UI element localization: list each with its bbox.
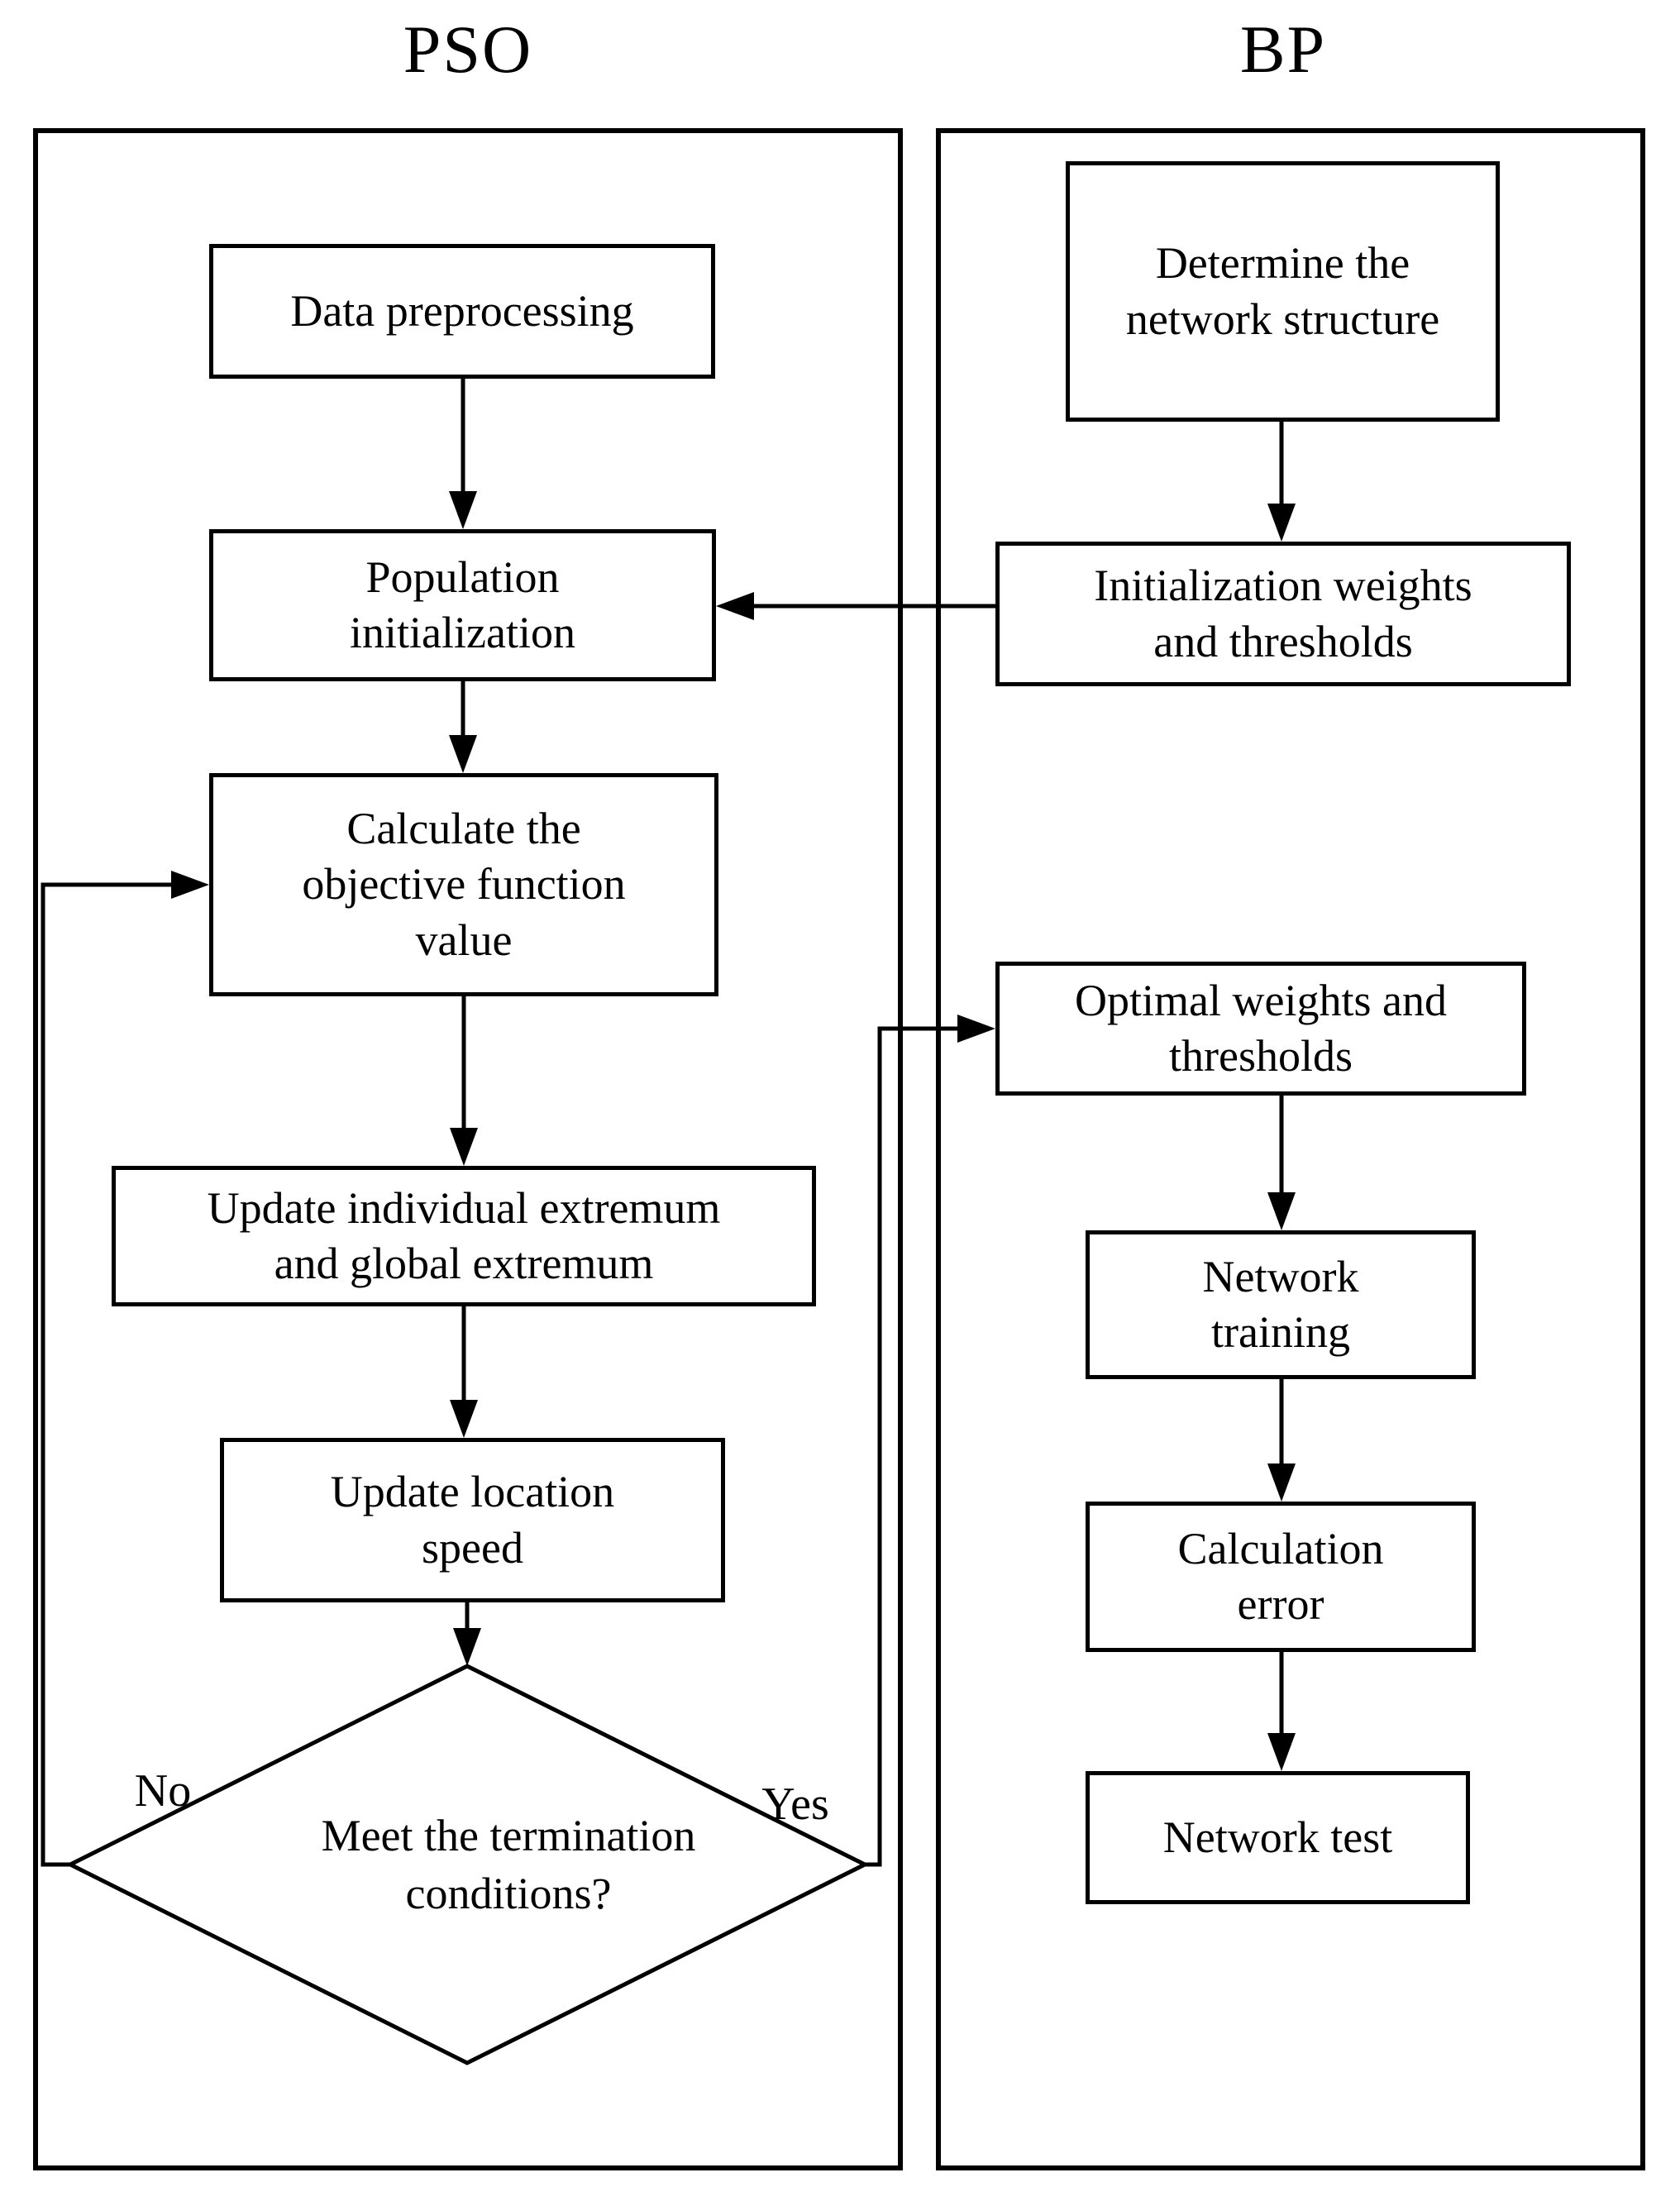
decision-diamond [65, 1664, 870, 2065]
node-network-training: Network training [1086, 1230, 1476, 1379]
node-population-initialization: Population initialization [209, 529, 716, 681]
arrow-data-preprocessing-to-population [449, 379, 477, 529]
arrow-location-speed-to-decision [453, 1602, 481, 1666]
node-update-location-speed: Update location speed [220, 1438, 725, 1602]
no-branch-label: No [134, 1765, 192, 1817]
node-initialization-weights: Initialization weights and thresholds [995, 542, 1571, 686]
arrowhead [171, 871, 209, 899]
arrowhead [449, 735, 477, 773]
arrowhead [716, 592, 754, 620]
arrow-determine-to-initialization [1267, 422, 1296, 542]
arrowhead [450, 1400, 478, 1438]
pso-column-title: PSO [403, 12, 533, 87]
node-calculate-objective: Calculate the objective function value [209, 773, 718, 996]
node-termination-decision-label: Meet the termination conditions? [321, 1810, 696, 1918]
arrow-error-to-network-test [1267, 1652, 1296, 1771]
arrowhead [453, 1628, 481, 1666]
arrow-calculate-to-update-extremum [450, 996, 478, 1166]
arrow-initialization-to-population [716, 592, 995, 620]
node-optimal-weights: Optimal weights and thresholds [995, 962, 1526, 1096]
arrowhead [1267, 1733, 1296, 1771]
arrow-no-loop-to-calculate [41, 871, 209, 1867]
node-update-extremum: Update individual extremum and global ex… [112, 1166, 816, 1306]
arrow-training-to-calculation-error [1267, 1379, 1296, 1502]
arrow-optimal-to-network-training [1267, 1096, 1296, 1230]
arrowhead [1267, 1464, 1296, 1502]
arrow-population-to-calculate [449, 681, 477, 773]
arrowhead [957, 1015, 995, 1043]
arrow-update-extremum-to-location-speed [450, 1306, 478, 1438]
arrowhead [1267, 1192, 1296, 1230]
node-calculation-error: Calculation error [1086, 1502, 1476, 1652]
arrowhead [449, 491, 477, 529]
bp-frame [936, 128, 1645, 2170]
arrowhead [1267, 504, 1296, 542]
node-network-test: Network test [1086, 1771, 1470, 1904]
yes-branch-label: Yes [761, 1779, 829, 1830]
arrowhead [450, 1128, 478, 1166]
node-data-preprocessing: Data preprocessing [209, 244, 715, 379]
node-determine-structure: Determine the network structure [1066, 161, 1500, 422]
pso-frame [33, 128, 903, 2170]
arrow-yes-to-optimal-weights [865, 1015, 995, 1867]
bp-column-title: BP [1239, 12, 1327, 87]
